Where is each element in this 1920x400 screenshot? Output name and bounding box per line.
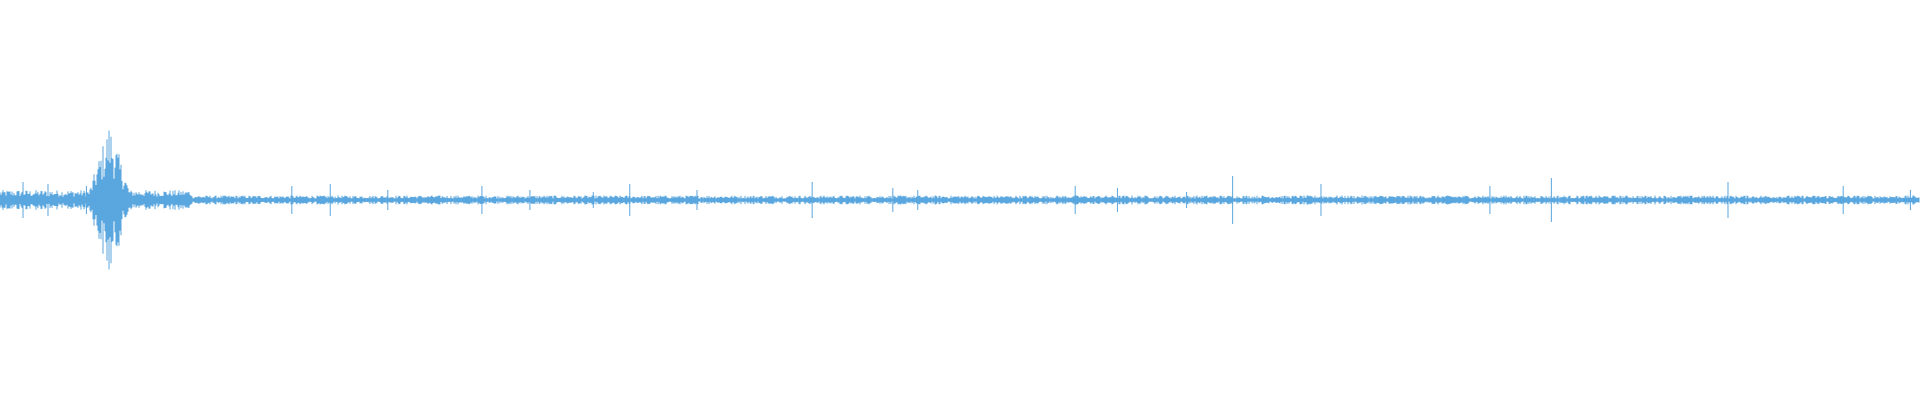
waveform-path [0, 130, 1920, 270]
waveform-transients [22, 176, 1911, 224]
